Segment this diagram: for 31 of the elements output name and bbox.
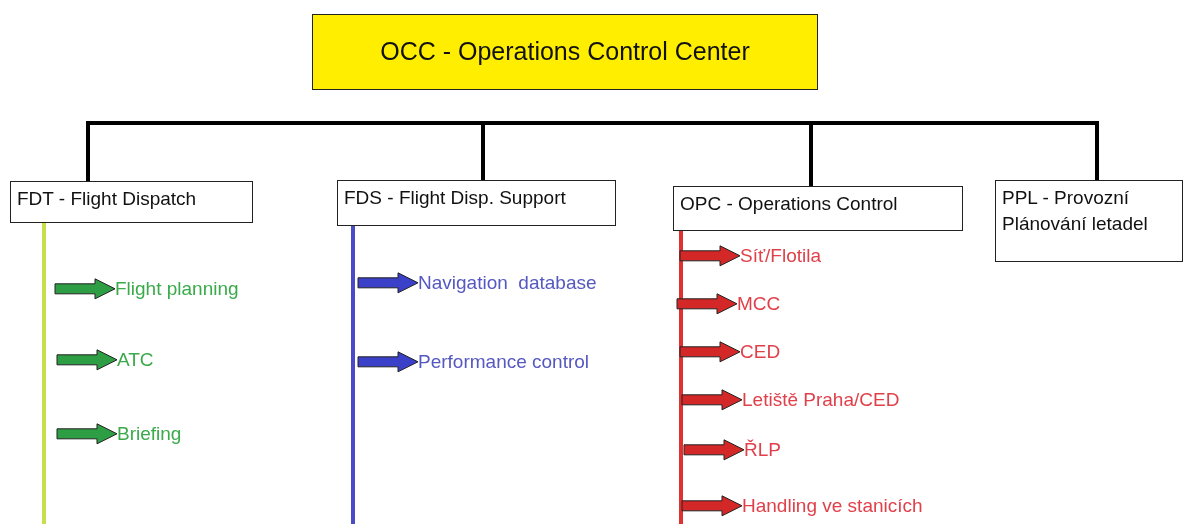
department-box: OPC - Operations Control (673, 186, 963, 231)
function-label: ŘLP (744, 437, 781, 463)
title-box: OCC - Operations Control Center (312, 14, 818, 90)
block-arrow (681, 495, 743, 517)
block-arrow (54, 278, 116, 300)
block-arrow (683, 439, 745, 461)
block-arrow (676, 293, 738, 315)
department-box: PPL - Provozní Plánování letadel (995, 180, 1183, 262)
block-arrow (56, 423, 118, 445)
block-arrow (679, 341, 741, 363)
department-box: FDS - Flight Disp. Support (337, 180, 616, 226)
function-label: Flight planning (115, 276, 239, 302)
branch-line (351, 226, 355, 524)
function-label: Letiště Praha/CED (742, 387, 900, 413)
function-label: Navigation database (418, 270, 597, 296)
branch-line (679, 231, 683, 524)
function-label: ATC (117, 347, 154, 373)
org-connector (590, 121, 1099, 182)
block-arrow (681, 389, 743, 411)
function-label: Handling ve stanicích (742, 493, 923, 519)
function-label: Síť/Flotila (740, 243, 822, 269)
function-label: Performance control (418, 349, 590, 375)
function-label: CED (740, 339, 781, 365)
block-arrow (357, 351, 419, 373)
block-arrow (56, 349, 118, 371)
function-label: Briefing (117, 421, 182, 447)
block-arrow (679, 245, 741, 267)
function-label: MCC (737, 291, 781, 317)
branch-line (42, 223, 46, 524)
block-arrow (357, 272, 419, 294)
department-box: FDT - Flight Dispatch (10, 181, 253, 223)
